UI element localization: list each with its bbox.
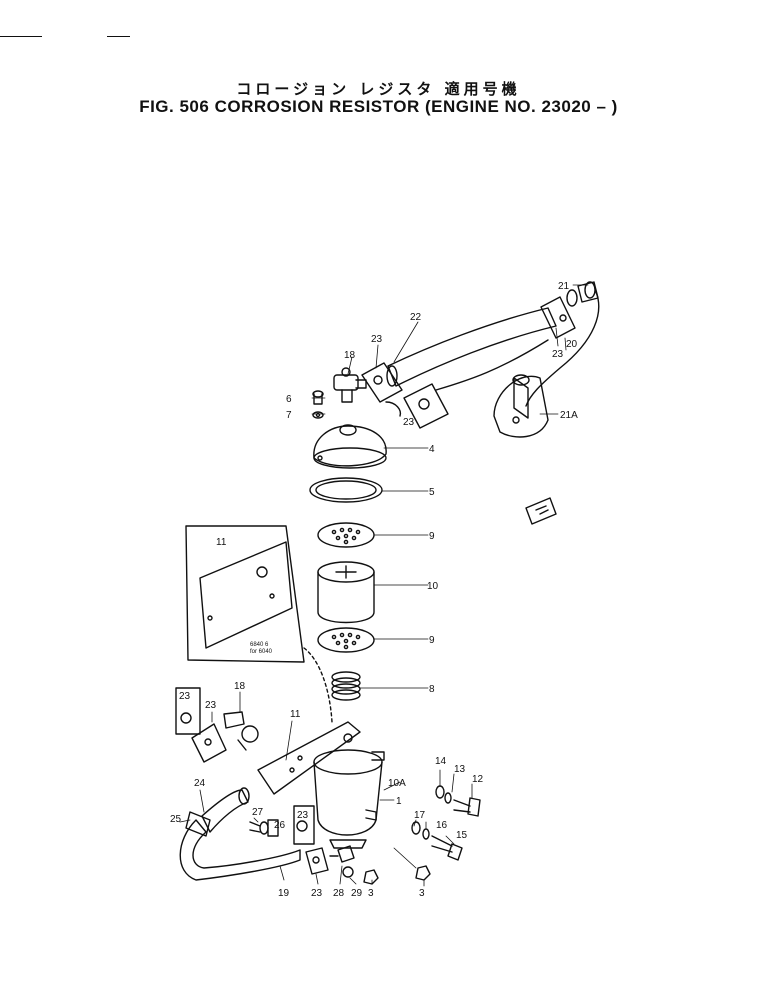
pipe-clamp-upper <box>361 362 403 417</box>
callout-24: 24 <box>194 778 206 789</box>
callout-6: 6 <box>286 394 292 405</box>
callout-13: 13 <box>454 764 466 775</box>
callout-14: 14 <box>435 756 447 767</box>
callout-28: 28 <box>333 888 345 899</box>
callout-12: 12 <box>472 774 484 785</box>
bolt-12-assembly <box>435 785 481 817</box>
callout-5: 5 <box>429 487 435 498</box>
callout-15: 15 <box>456 830 468 841</box>
spring-8 <box>331 671 361 701</box>
callout-29: 29 <box>351 888 363 899</box>
callout-23-upper: 23 <box>371 334 383 345</box>
clamp-23-left-inset <box>175 687 201 735</box>
filter-element-10 <box>317 561 375 624</box>
bracket-11-inset <box>185 525 305 663</box>
resistor-bowl-1 <box>313 733 385 849</box>
clamp-23-left <box>191 723 227 763</box>
callout-4: 4 <box>429 444 435 455</box>
callout-3-lower: 3 <box>368 888 374 899</box>
clamp-23-lower-inset <box>293 805 315 845</box>
callout-9-upper: 9 <box>429 531 435 542</box>
callout-11: 11 <box>290 709 301 720</box>
pipe-clamp-top-right <box>540 296 576 339</box>
valve-18-top <box>333 367 367 403</box>
clamp-23-lower <box>305 847 329 875</box>
callout-18-top: 18 <box>344 350 356 361</box>
header-rule-right <box>107 36 130 37</box>
callout-8: 8 <box>429 684 435 695</box>
hose-24 <box>201 787 250 833</box>
callout-23-inset: 23 <box>403 417 415 428</box>
leader-lines <box>179 284 589 887</box>
callout-7: 7 <box>286 410 292 421</box>
fitting-21 <box>566 281 599 307</box>
upper-pipe-22 <box>386 307 557 387</box>
inset-note-line1: 6840 6 <box>250 642 269 648</box>
callout-19: 19 <box>278 888 290 899</box>
gasket-5-inner <box>315 480 377 500</box>
callout-11-inset: 11 <box>216 537 227 548</box>
valve-18-left <box>223 711 259 751</box>
clamp-25 <box>185 811 211 837</box>
callout-23-lower: 23 <box>311 888 323 899</box>
callout-3-right: 3 <box>419 888 425 899</box>
callout-17: 17 <box>414 810 426 821</box>
callout-labels: 21 22 20 23 23 23 18 6 7 21A 4 5 9 10 9 … <box>170 281 578 899</box>
pipe-19 <box>179 819 301 881</box>
pipe-clamp-inset <box>403 383 449 429</box>
callout-25: 25 <box>170 814 182 825</box>
gasket-5 <box>309 477 383 503</box>
cover-4 <box>313 424 387 469</box>
rod-line <box>435 339 549 391</box>
nut-3-lower <box>363 869 379 885</box>
callout-18-left: 18 <box>234 681 246 692</box>
nut-3-right <box>415 865 431 881</box>
callout-1: 1 <box>396 796 402 807</box>
callout-9-lower: 9 <box>429 635 435 646</box>
leader-dashed <box>303 647 333 723</box>
bolt-6 <box>312 390 324 419</box>
callout-23-left: 23 <box>205 700 217 711</box>
fitting-21a-inset <box>493 374 549 438</box>
callout-20: 20 <box>566 339 578 350</box>
callout-27: 27 <box>252 807 264 818</box>
title-japanese: コロージョン レジスタ 適用号機 <box>236 80 521 98</box>
header-rule-left <box>0 36 42 37</box>
perforated-plate-9-lower <box>317 627 375 653</box>
callout-16: 16 <box>436 820 448 831</box>
figure-title: FIG. 506 CORROSION RESISTOR (ENGINE NO. … <box>139 97 618 116</box>
bracket-11 <box>257 721 361 795</box>
valve-28 <box>329 845 355 878</box>
front-direction-marker <box>525 497 557 525</box>
callout-23-left-inset: 23 <box>179 691 191 702</box>
callout-22: 22 <box>410 312 422 323</box>
callout-21: 21 <box>558 281 570 292</box>
bolt-27 <box>249 819 279 837</box>
callout-10: 10 <box>427 581 439 592</box>
pipe-loop <box>525 291 600 407</box>
callout-23-right: 23 <box>552 349 564 360</box>
callout-10a: 10A <box>388 778 406 789</box>
callout-21a: 21A <box>560 410 578 421</box>
bolt-15-assembly <box>411 821 463 861</box>
perforated-plate-9-upper <box>317 522 375 548</box>
callout-26: 26 <box>274 820 286 831</box>
inset-note-line2: for 6040 <box>250 649 273 655</box>
callout-23-lower-inset: 23 <box>297 810 309 821</box>
